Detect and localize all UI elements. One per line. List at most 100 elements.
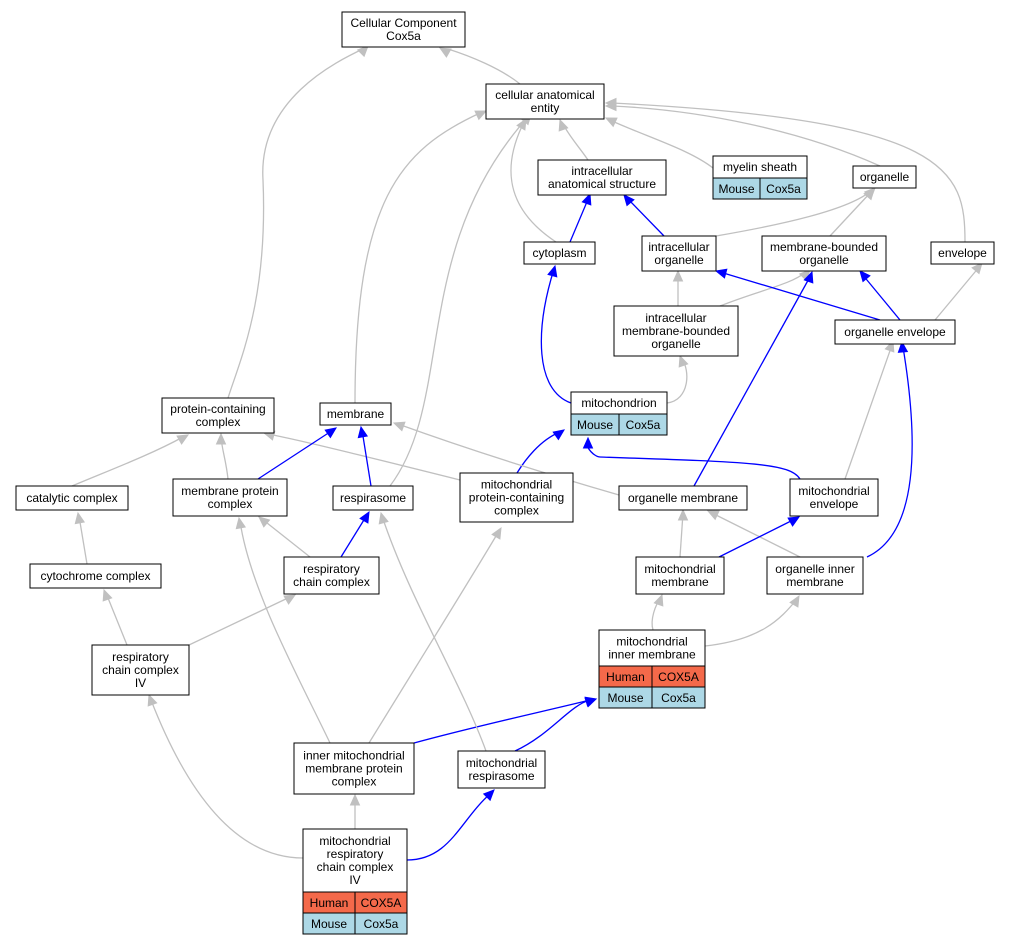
- annotation-species-label: Mouse: [607, 691, 643, 705]
- node-label-line: chain complex: [317, 860, 394, 874]
- edge-organelle_inner_membrane-to-organelle_envelope: [866, 340, 913, 558]
- node-label-line: myelin sheath: [723, 160, 797, 174]
- node-box: [29, 563, 162, 589]
- part-of-arrowhead: [359, 510, 370, 524]
- node-organelle[interactable]: organelle: [852, 165, 917, 189]
- edge-mitochondrial_inner_membrane-to-organelle_inner_membrane: [704, 594, 800, 647]
- annotation-species-label: Mouse: [577, 418, 613, 432]
- part-of-arrowhead: [357, 425, 369, 439]
- node-box: [761, 235, 887, 272]
- node-box: [852, 165, 917, 189]
- annotation-gene-label: COX5A: [361, 896, 402, 910]
- node-envelope[interactable]: envelope: [930, 241, 995, 265]
- edge-mitochondrial_respiratory_chain_complex_iv-to-respiratory_chain_complex_iv: [147, 693, 304, 859]
- edge-cytoplasm-to-intracellular_anatomical_structure: [569, 192, 592, 243]
- node-box: [598, 629, 706, 667]
- is-a-edge-line: [704, 598, 798, 647]
- edge-respiratory_chain_complex_iv-to-respiratory_chain_complex: [188, 594, 297, 646]
- edge-membrane_protein_complex-to-protein_containing_complex: [215, 432, 229, 480]
- node-label-line: mitochondrial: [644, 562, 715, 576]
- edge-mitochondrial_protein_containing_complex-to-mitochondrion: [516, 429, 565, 474]
- part-of-arrowhead: [623, 194, 635, 207]
- is-a-edge-line: [510, 121, 557, 243]
- part-of-arrowhead: [897, 340, 909, 353]
- node-catalytic-complex[interactable]: catalytic complex: [15, 485, 129, 511]
- node-box: [302, 828, 408, 893]
- annotation-species-label: Human: [606, 670, 645, 684]
- node-cytochrome-complex[interactable]: cytochrome complex: [29, 563, 162, 589]
- part-of-edge-line: [514, 699, 591, 752]
- annotation-species-label: Mouse: [311, 917, 347, 931]
- is-a-edge-line: [711, 512, 801, 558]
- node-box: [332, 485, 414, 511]
- part-of-arrowhead: [714, 268, 728, 279]
- node-label-line: intracellular: [648, 240, 709, 254]
- node-label-line: complex: [196, 415, 241, 429]
- node-label-line: cytoplasm: [532, 246, 586, 260]
- part-of-edge-line: [586, 441, 801, 480]
- node-organelle-membrane[interactable]: organelle membrane: [618, 485, 748, 511]
- edge-cellular_anatomical_entity-to-cellular_component: [438, 47, 521, 85]
- edge-organelle_inner_membrane-to-organelle_membrane: [706, 510, 801, 558]
- is-a-edge-line: [719, 271, 807, 307]
- node-label-line: complex: [494, 504, 539, 518]
- edge-mitochondrion-to-cytoplasm: [540, 264, 572, 404]
- node-organelle-envelope[interactable]: organelle envelope: [834, 319, 956, 345]
- edge-membrane_protein_complex-to-membrane: [257, 427, 337, 480]
- is-a-arrowhead: [706, 510, 720, 521]
- edge-inner_mitochondrial_membrane_protein_complex-to-membrane_protein_complex: [235, 516, 331, 744]
- node-box: [459, 472, 574, 523]
- node-label-line: complex: [208, 497, 253, 511]
- is-a-arrowhead: [283, 594, 297, 605]
- edge-layer: [71, 45, 983, 861]
- part-of-edge-line: [718, 518, 796, 558]
- node-box: [766, 556, 864, 595]
- node-label-line: organelle: [654, 253, 704, 267]
- is-a-edge-line: [227, 47, 366, 399]
- node-box: [930, 241, 995, 265]
- is-a-edge-line: [611, 102, 966, 243]
- edge-membrane_bounded_organelle-to-organelle: [829, 188, 875, 237]
- is-a-arrowhead: [678, 354, 689, 368]
- edge-mitochondrial_respiratory_chain_complex_iv-to-inner_mitochondrial_membrane_protein_complex: [349, 793, 361, 829]
- node-box: [613, 305, 739, 357]
- node-label-line: mitochondrial: [319, 834, 390, 848]
- edge-mitochondrion-to-intracellular_membrane_bounded_organelle: [666, 354, 689, 404]
- node-cytoplasm[interactable]: cytoplasm: [523, 241, 596, 265]
- node-label-line: mitochondrial: [798, 484, 869, 498]
- is-a-edge-line: [368, 530, 500, 744]
- node-label-line: mitochondrial: [616, 635, 687, 649]
- node-respirasome[interactable]: respirasome: [332, 485, 414, 511]
- annotation-gene-label: COX5A: [658, 670, 699, 684]
- is-a-arrowhead: [356, 45, 369, 58]
- is-a-arrowhead: [798, 269, 811, 282]
- is-a-edge-line: [397, 423, 620, 496]
- is-a-edge-line: [354, 112, 481, 404]
- node-membrane[interactable]: membrane: [319, 402, 392, 426]
- annotation-gene-cell: [354, 912, 408, 935]
- node-label-line: anatomical structure: [548, 177, 656, 191]
- edge-myelin_sheath-to-cellular_anatomical_entity: [604, 117, 714, 169]
- part-of-arrowhead: [582, 436, 594, 449]
- edge-mitochondrial_inner_membrane-to-mitochondrial_membrane: [651, 593, 664, 631]
